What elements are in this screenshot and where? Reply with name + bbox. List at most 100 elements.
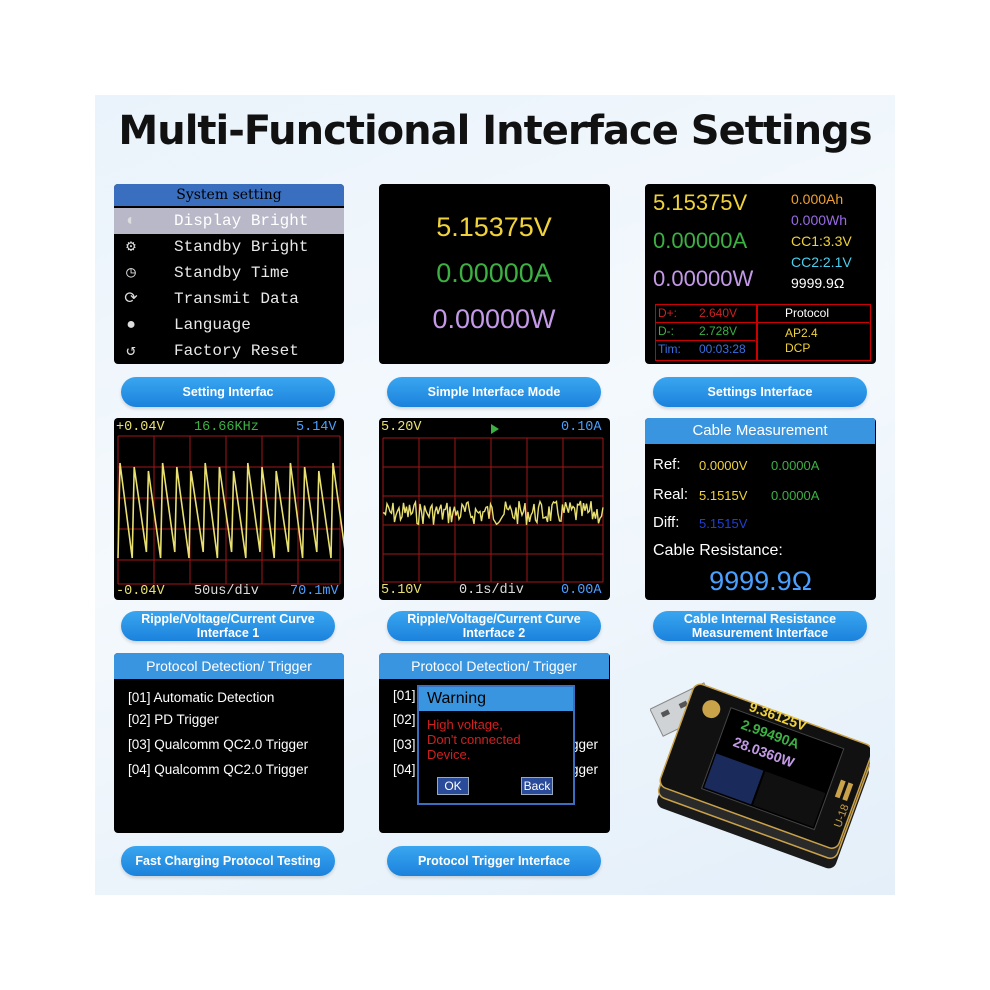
top-left-value: +0.04V <box>116 420 165 435</box>
protocol-item: [01] <box>393 688 416 703</box>
menu-item-label: Transmit Data <box>174 290 299 308</box>
dplus-value: 2.640V <box>699 306 738 320</box>
menu-item-display-bright[interactable]: ◐ Display Bright <box>114 208 344 234</box>
ripple-curve-screen-1: +0.04V 16.66KHz 5.14V -0.04V 50us/div 70… <box>114 418 344 600</box>
protocol-item[interactable]: [03] Qualcomm QC2.0 Trigger <box>128 737 309 752</box>
system-setting-header: System setting <box>114 184 344 206</box>
caption-protocol-trigger: Protocol Trigger Interface <box>387 846 601 876</box>
protocol-item[interactable]: [02] PD Trigger <box>128 712 219 727</box>
caption-simple-interface: Simple Interface Mode <box>387 377 601 407</box>
protocol-value-1: AP2.4 <box>785 326 818 340</box>
ref-label: Ref: <box>653 456 681 473</box>
usb-tester-illustration <box>650 682 870 869</box>
menu-item-factory-reset[interactable]: ↺ Factory Reset <box>114 338 344 364</box>
protocol-item-tail: gger <box>571 762 599 777</box>
cable-resistance-label: Cable Resistance: <box>653 542 783 559</box>
resistance-readout: 9999.9Ω <box>791 275 845 291</box>
back-button[interactable]: Back <box>521 777 553 795</box>
menu-item-standby-bright[interactable]: ⚙ Standby Bright <box>114 234 344 260</box>
caption-setting-interface: Setting Interfac <box>121 377 335 407</box>
refresh-icon: ⟳ <box>124 290 138 308</box>
warning-line: Don't connected <box>427 732 521 747</box>
caption-line-1: Ripple/Voltage/Current Curve <box>141 612 315 626</box>
ok-button[interactable]: OK <box>437 777 469 795</box>
protocol-box <box>757 304 871 361</box>
system-setting-screen: System setting ◐ Display Bright ⚙ Standb… <box>114 184 344 364</box>
caption-line-2: Interface 1 <box>196 626 260 640</box>
protocol-detection-screen: Protocol Detection/ Trigger [01] Automat… <box>114 653 344 833</box>
undo-icon: ↺ <box>126 342 136 360</box>
menu-item-label: Standby Bright <box>174 238 309 256</box>
cc2-readout: CC2:2.1V <box>791 254 852 270</box>
contrast-icon: ◐ <box>126 212 136 230</box>
menu-item-language[interactable]: ● Language <box>114 312 344 338</box>
caption-line-2: Interface 2 <box>462 626 526 640</box>
dplus-label: D+: <box>658 306 678 320</box>
caption-line-2: Measurement Interface <box>691 626 829 640</box>
voltage-readout: 5.15375V <box>436 212 552 242</box>
dminus-value: 2.728V <box>699 324 738 338</box>
divider <box>655 322 869 323</box>
menu-item-transmit-data[interactable]: ⟳ Transmit Data <box>114 286 344 312</box>
gear-icon: ⚙ <box>126 238 136 256</box>
real-current: 0.0000A <box>771 488 820 503</box>
current-readout: 0.00000A <box>653 228 748 253</box>
protocol-value-2: DCP <box>785 341 811 355</box>
ripple-plot-2 <box>382 424 604 583</box>
bottom-right-value: 70.1mV <box>290 584 339 599</box>
protocol-item: [02] <box>393 712 416 727</box>
protocol-item-tail: gger <box>571 737 599 752</box>
power-readout: 0.00000W <box>432 304 556 334</box>
cable-measurement-header: Cable Measurement <box>645 418 875 444</box>
menu-item-label: Language <box>174 316 251 334</box>
bottom-left-value: 5.10V <box>381 583 422 598</box>
bottom-right-value: 0.00A <box>561 583 602 598</box>
power-readout: 0.00000W <box>653 266 754 291</box>
protocol-item: [04] <box>393 762 416 777</box>
protocol-item: [03] <box>393 737 416 752</box>
protocol-item[interactable]: [04] Qualcomm QC2.0 Trigger <box>128 762 309 777</box>
dminus-label: D-: <box>658 324 674 338</box>
usb-tester-device: 9.36125V 2.99490A 28.0360W U-18 <box>650 660 870 880</box>
simple-interface-screen: 5.15375V 0.00000A 0.00000W <box>379 184 610 364</box>
warning-line: Device. <box>427 747 471 762</box>
data-lines-box <box>655 304 757 361</box>
globe-icon: ● <box>126 316 136 334</box>
caption-line-1: Ripple/Voltage/Current Curve <box>407 612 581 626</box>
voltage-readout: 5.15375V <box>653 190 748 215</box>
menu-item-standby-time[interactable]: ◷ Standby Time <box>114 260 344 286</box>
menu-item-label: Standby Time <box>174 264 290 282</box>
caption-settings-interface: Settings Interface <box>653 377 867 407</box>
clock-icon: ◷ <box>126 264 136 282</box>
protocol-trigger-screen: Protocol Detection/ Trigger [01] [02] [0… <box>379 653 610 833</box>
tim-label: Tim: <box>658 342 681 356</box>
ref-voltage: 0.0000V <box>699 458 748 473</box>
divider <box>655 340 755 341</box>
tim-value: 00:03:28 <box>699 342 746 356</box>
cc1-readout: CC1:3.3V <box>791 233 852 249</box>
menu-item-label: Factory Reset <box>174 342 299 360</box>
protocol-trigger-header: Protocol Detection/ Trigger <box>379 653 609 679</box>
timebase-value: 50us/div <box>194 584 259 599</box>
warning-title: Warning <box>419 687 573 711</box>
warning-line: High voltage, <box>427 717 503 732</box>
ripple-curve-screen-2: 5.20V 0.10A 5.10V 0.1s/div 0.00A <box>379 418 610 600</box>
cable-resistance-value: 9999.9Ω <box>709 566 812 596</box>
protocol-item[interactable]: [01] Automatic Detection <box>128 690 275 705</box>
diff-voltage: 5.1515V <box>699 516 748 531</box>
ah-readout: 0.000Ah <box>791 191 844 207</box>
ripple-plot-1 <box>117 435 344 585</box>
real-label: Real: <box>653 486 689 503</box>
menu-item-label: Display Bright <box>174 212 309 230</box>
diff-label: Diff: <box>653 514 680 531</box>
top-right-value: 5.14V <box>296 420 337 435</box>
ref-current: 0.0000A <box>771 458 820 473</box>
page-title: Multi-Functional Interface Settings <box>118 108 872 154</box>
wh-readout: 0.000Wh <box>791 212 848 228</box>
real-voltage: 5.1515V <box>699 488 748 503</box>
bottom-left-value: -0.04V <box>116 584 165 599</box>
cable-measurement-screen: Cable Measurement Ref: 0.0000V 0.0000A R… <box>645 418 876 600</box>
caption-protocol-testing: Fast Charging Protocol Testing <box>121 846 335 876</box>
